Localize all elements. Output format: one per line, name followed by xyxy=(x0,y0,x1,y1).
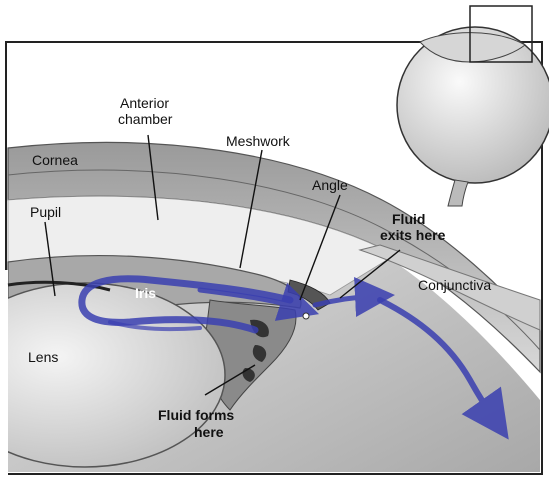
label-anterior-chamber-1: Anterior xyxy=(120,95,169,111)
label-anterior-chamber-2: chamber xyxy=(118,111,173,127)
lens-mask xyxy=(0,270,8,475)
label-iris: Iris xyxy=(135,285,156,301)
label-fluid-forms-2: here xyxy=(194,424,224,440)
label-angle: Angle xyxy=(312,177,348,193)
label-fluid-exits-1: Fluid xyxy=(392,211,425,227)
label-fluid-exits-2: exits here xyxy=(380,227,446,243)
label-lens: Lens xyxy=(28,349,58,365)
angle-marker xyxy=(303,313,309,319)
label-cornea: Cornea xyxy=(32,152,78,168)
label-pupil: Pupil xyxy=(30,204,61,220)
label-conjunctiva: Conjunctiva xyxy=(418,277,491,293)
label-meshwork: Meshwork xyxy=(226,133,291,149)
label-fluid-forms-1: Fluid forms xyxy=(158,407,234,423)
